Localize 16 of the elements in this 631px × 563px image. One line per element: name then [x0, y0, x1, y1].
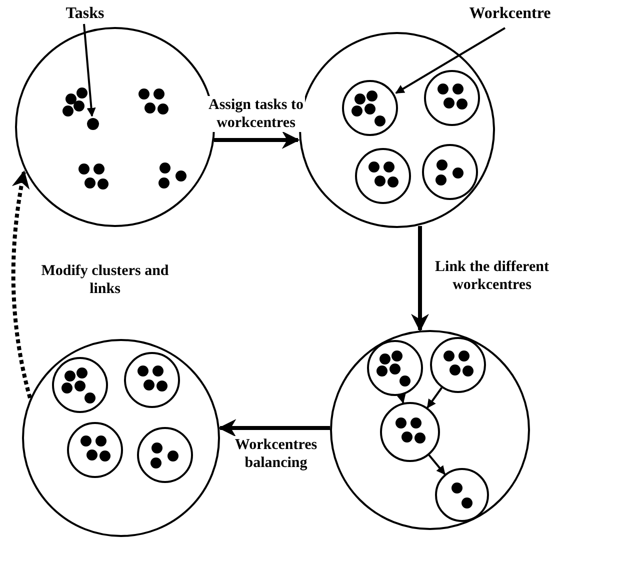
leader-arrow — [395, 27, 506, 94]
edge-label: Assign tasks to workcentres — [207, 96, 305, 132]
arrow — [11, 170, 32, 398]
arrow — [218, 419, 330, 437]
arrow — [396, 394, 406, 404]
arrow — [426, 387, 442, 408]
workcentre-circle — [430, 337, 486, 393]
callout-text: Workcentre — [455, 5, 565, 23]
workcentre-circle — [435, 468, 489, 522]
callout-text: Tasks — [55, 5, 115, 23]
arrow — [214, 131, 300, 149]
task-dot — [87, 118, 99, 130]
arrow — [411, 226, 429, 332]
arrow — [428, 454, 446, 475]
leader-arrow — [83, 24, 96, 117]
workcentre-circle — [424, 70, 480, 126]
